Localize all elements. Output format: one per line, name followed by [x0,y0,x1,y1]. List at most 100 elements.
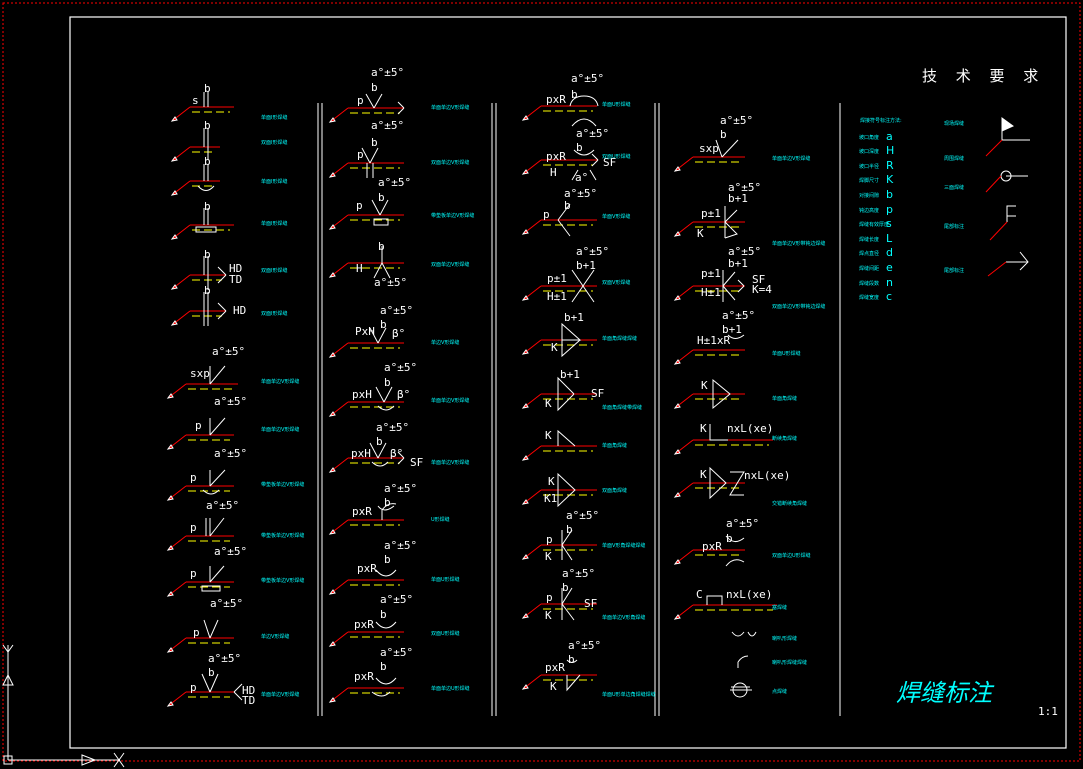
flare-groove [731,631,757,637]
leader-arrowhead [166,444,174,450]
leader-arrowhead [521,115,529,121]
bevel [209,417,226,436]
bracket-icon [989,205,1016,241]
v-groove [203,619,219,639]
u-curve [571,118,597,127]
bevel [209,565,225,583]
fillet [709,466,745,500]
leader-arrowhead [673,359,681,365]
leader-arrowhead [328,589,336,595]
leader-arrowhead [521,349,529,355]
leader-arrowhead [170,234,178,240]
leader-arrowhead [521,499,529,505]
weld-symbols [166,92,777,707]
u-curve [566,659,581,692]
tail [217,302,227,320]
v-groove [201,673,219,693]
inner-frame [69,16,1067,749]
leader-arrowhead [328,272,336,278]
leader-arrowhead [170,284,178,290]
tail [591,153,599,167]
bevel [724,206,738,239]
v-groove [361,147,379,178]
fillet [557,376,575,412]
v-groove [557,203,571,237]
fillet [561,322,582,341]
leader-arrowhead [328,697,336,703]
fillet [557,429,576,447]
v-groove [365,93,383,109]
leader-arrowhead [328,529,336,535]
leader-arrowhead [328,352,336,358]
bevel [561,587,575,621]
leader-arrowhead [328,172,336,178]
bevel [722,270,736,302]
backing-strip [201,585,221,592]
leader-arrowhead [521,295,529,301]
leader-arrowhead [521,613,529,619]
leader-arrowhead [521,229,529,235]
backing-bead [371,461,389,467]
bevel [209,365,226,385]
plug [706,595,723,605]
v-groove [371,199,389,216]
tail [737,279,745,293]
leader-arrowhead [673,231,681,237]
leader-arrowhead [673,166,681,172]
icon-symbols [985,117,1030,277]
v-groove [715,139,739,158]
circle-icon [985,170,1028,193]
u-curve [377,505,395,511]
tail [233,683,243,701]
leader-arrowhead [673,614,681,620]
fillet [557,472,576,508]
backing-strip [195,226,217,233]
leader-arrowhead [328,117,336,123]
u-groove [381,503,397,520]
leader-arrowhead [170,190,178,196]
leader-arrowhead [166,495,174,501]
backing-bead [197,185,215,191]
flag-icon [985,117,1030,157]
arrow-icon [987,251,1029,277]
leader-arrowhead [673,403,681,409]
backing-strip [373,218,389,226]
leader-arrowhead [166,545,174,551]
leader-arrowhead [521,455,529,461]
ucs-icon [2,644,125,768]
drawing-title: 焊缝标注 [896,679,992,707]
leader-arrowhead [673,559,681,565]
leader-arrowhead [521,403,529,409]
u-curve [375,569,397,577]
leader-arrowhead [170,320,178,326]
u-curve [375,677,397,685]
backing-bead [202,489,220,495]
leader-arrowhead [328,411,336,417]
leader-arrowhead [521,684,529,690]
leader-arrowhead [166,591,174,597]
leader-arrowhead [170,156,178,162]
leader-arrowhead [328,467,336,473]
flare-groove [737,655,749,668]
u-curve [727,334,745,339]
backing-bead [371,691,391,697]
u-curve [725,535,745,567]
leader-arrowhead [166,393,174,399]
bevel [561,529,573,561]
fillet [561,339,581,358]
leader-arrowhead [521,169,529,175]
bevel [205,517,225,537]
fillet [712,378,731,410]
leader-arrowhead [673,492,681,498]
leader-arrowhead [170,116,178,122]
leader-arrowhead [166,701,174,707]
tech-requirements-title: 技 术 要 求 [922,67,1046,85]
tail [217,266,227,284]
leader-arrowhead [328,641,336,647]
u-curve [375,621,397,629]
tail [397,101,405,115]
leader-arrowhead [673,449,681,455]
